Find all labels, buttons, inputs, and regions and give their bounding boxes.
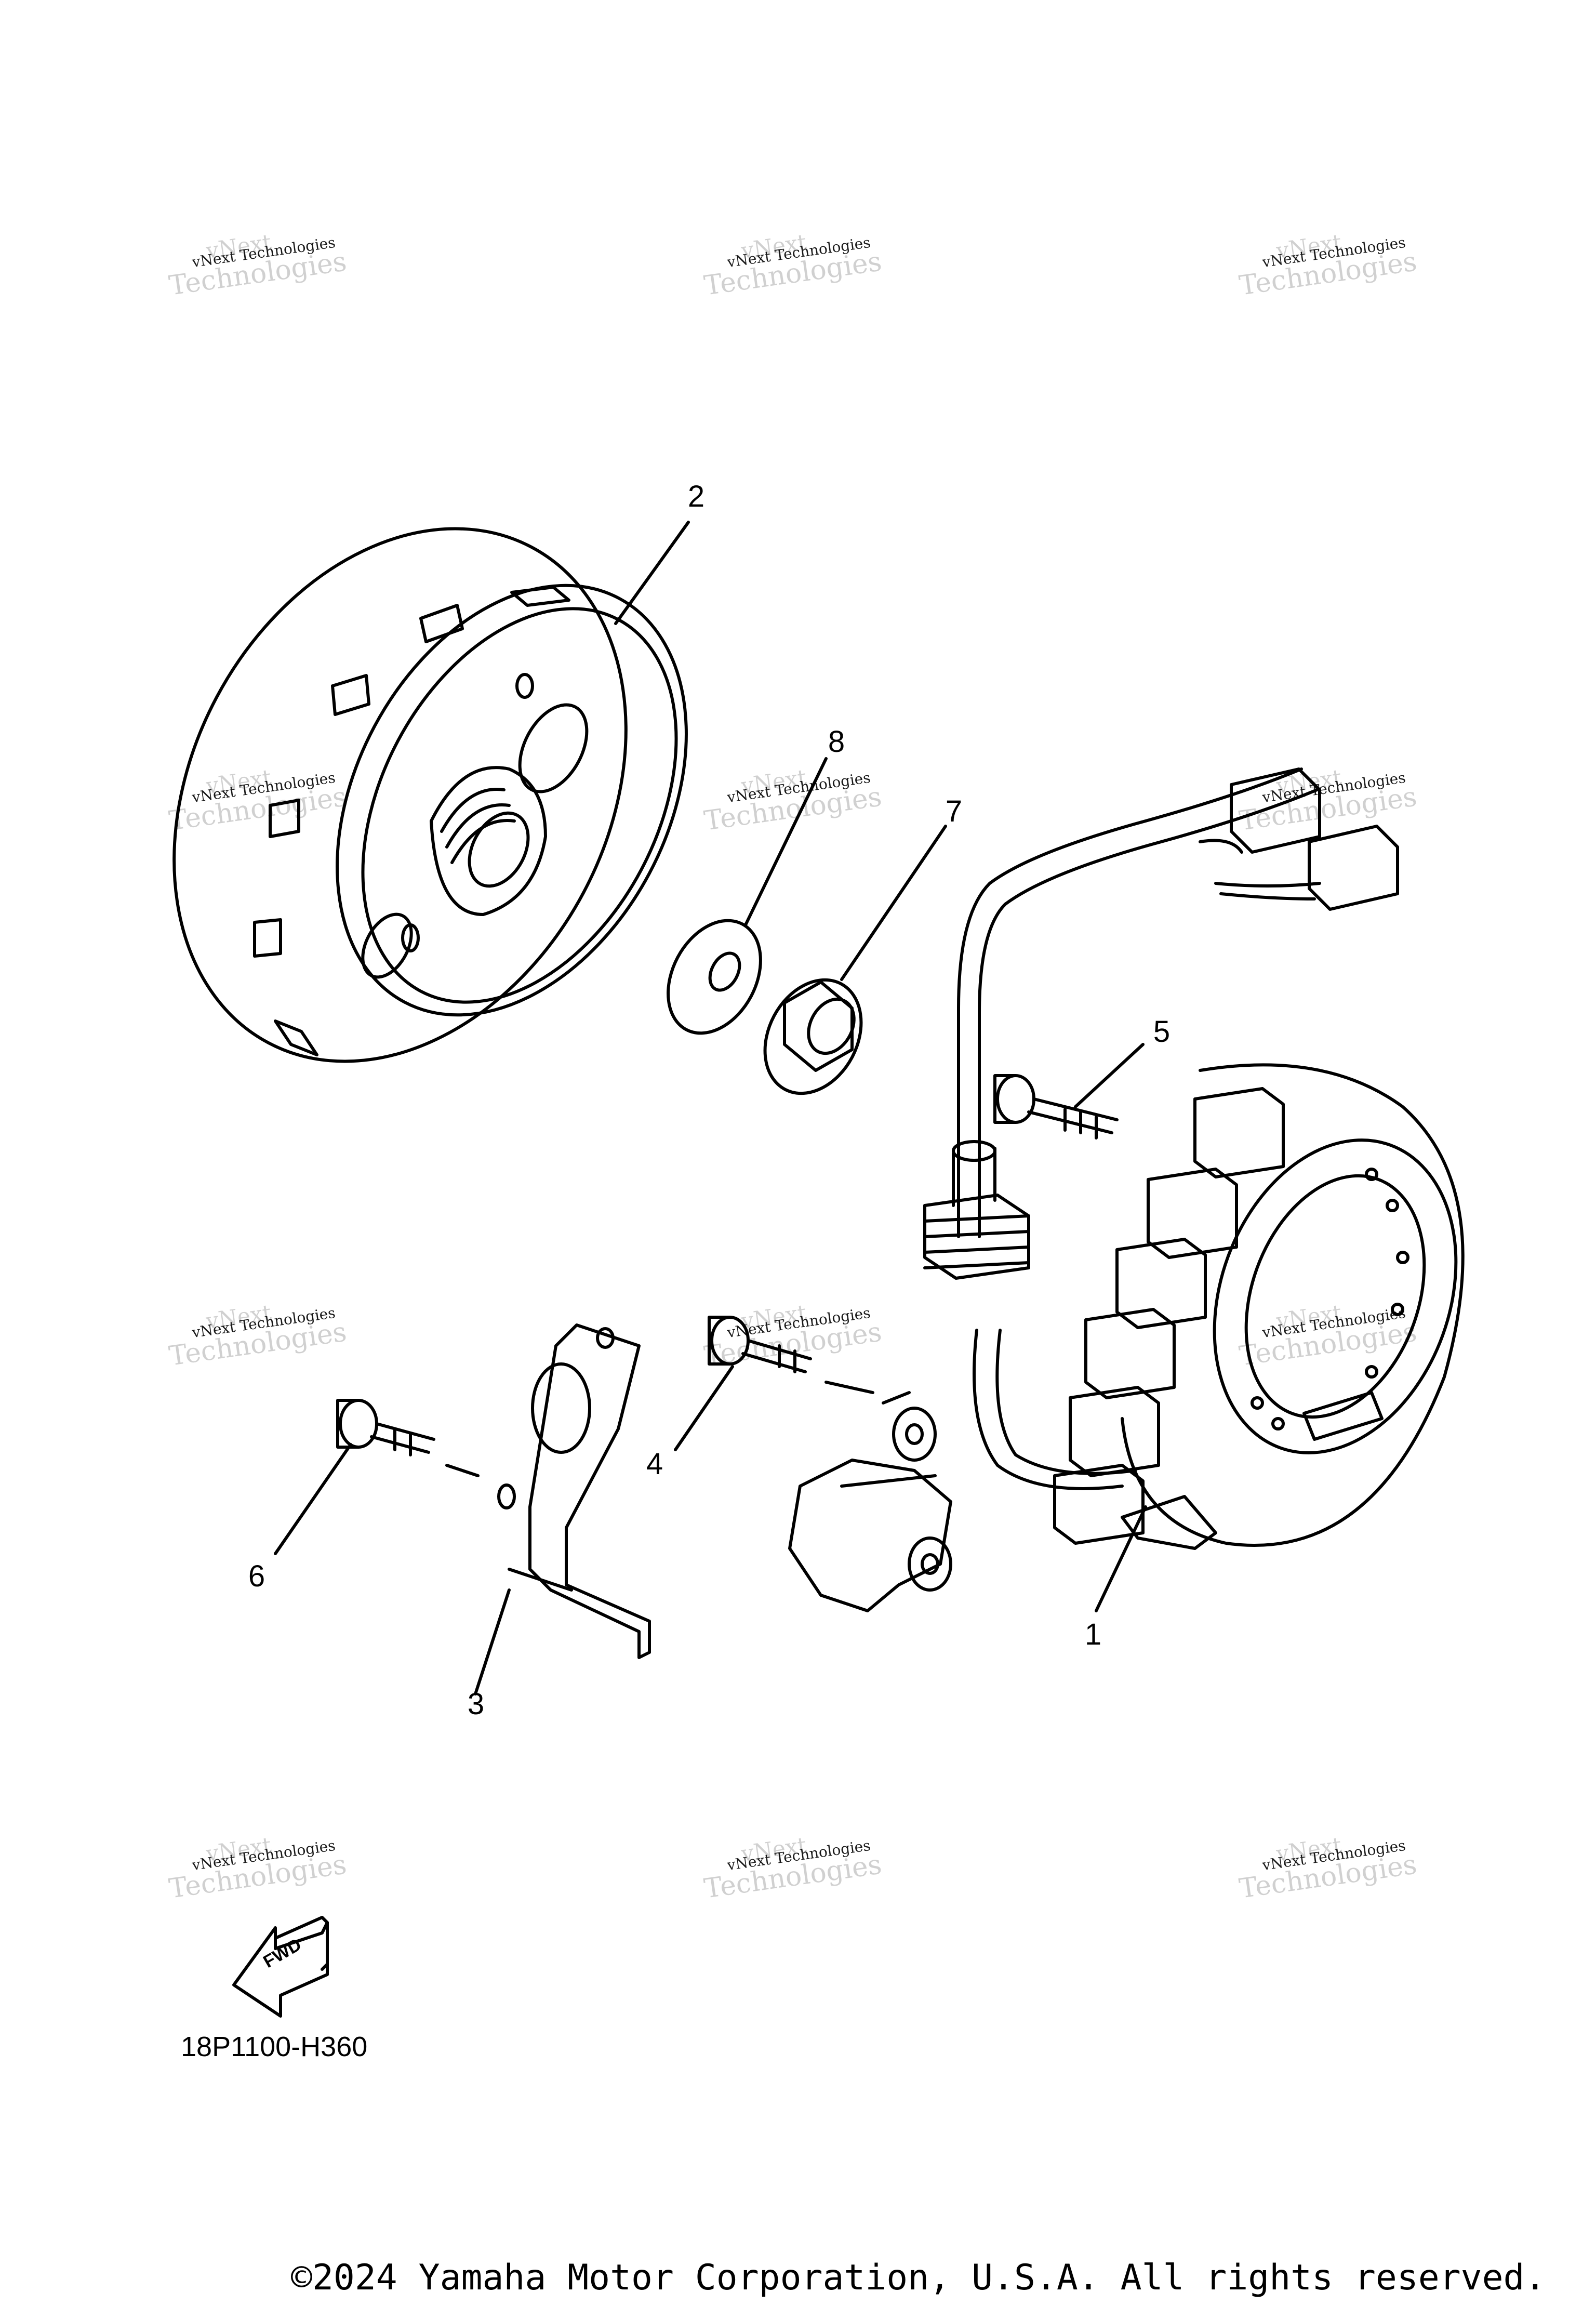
copyright-notice: ©2024 Yamaha Motor Corporation, U.S.A. A… <box>291 2257 1546 2298</box>
callout-1: 1 <box>1084 1618 1102 1651</box>
washer <box>667 757 828 1035</box>
stator-assembly <box>788 767 1465 1612</box>
stator-bracket <box>474 1323 651 1695</box>
forward-arrow-icon <box>232 1916 329 2018</box>
callout-6: 6 <box>248 1559 265 1593</box>
flywheel-rotor <box>172 521 690 1063</box>
bracket-bolt <box>274 1399 480 1555</box>
callout-7: 7 <box>945 794 963 828</box>
callout-5: 5 <box>1153 1015 1171 1049</box>
callout-4: 4 <box>646 1447 663 1481</box>
flange-nut <box>763 825 947 1095</box>
stator-bolt <box>993 1043 1145 1140</box>
callout-8: 8 <box>828 725 845 759</box>
diagram-code: 18P1100-H360 <box>181 2031 368 2062</box>
callout-2: 2 <box>687 480 705 513</box>
callout-3: 3 <box>467 1687 485 1721</box>
pickup-bolt <box>674 1316 874 1451</box>
